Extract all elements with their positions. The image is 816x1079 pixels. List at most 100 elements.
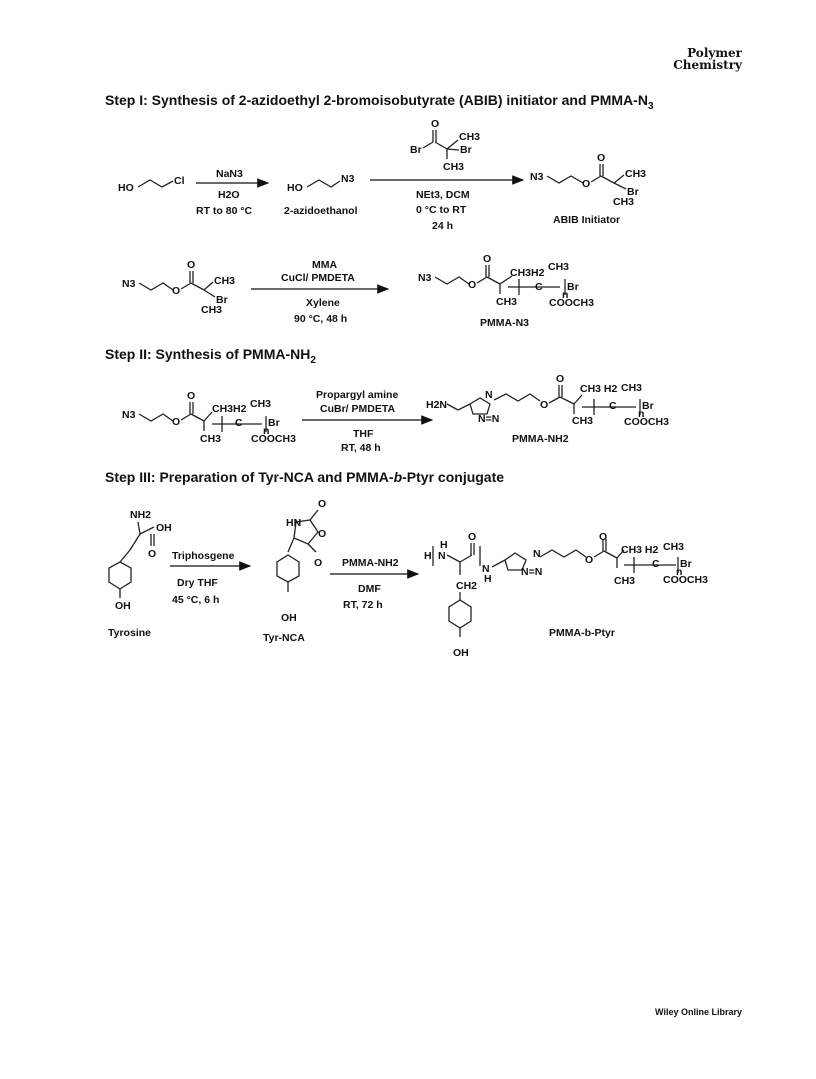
footer-wiley-online-library: Wiley Online Library	[655, 1007, 742, 1017]
svg-text:O: O	[314, 557, 322, 569]
svg-text:OH: OH	[115, 600, 131, 612]
svg-text:CH3: CH3	[496, 296, 517, 308]
reaction-1: HO Cl NaN3 H2O RT to 80 °C HO N3 2-azido…	[118, 118, 646, 232]
tyr-nca-label: Tyr-NCA	[263, 632, 305, 644]
r2-cond-bot2: 90 °C, 48 h	[294, 313, 347, 325]
svg-text:CH3: CH3	[201, 304, 222, 316]
azidoethanol-n3-label: N3	[341, 173, 355, 185]
svg-text:n: n	[263, 425, 269, 437]
chloroethanol-ho-label: HO	[118, 182, 134, 194]
svg-text:Br: Br	[642, 400, 654, 412]
svg-text:CH3: CH3	[250, 398, 271, 410]
reaction-3: N3 O O CH3H2 CH3 C CH3 Br n COOCH3 Propa…	[122, 373, 669, 454]
svg-text:C: C	[609, 400, 617, 412]
r1-cond2-mid: NEt3, DCM	[416, 189, 470, 201]
svg-text:N: N	[485, 389, 493, 401]
svg-text:n: n	[676, 566, 682, 578]
svg-text:NH2: NH2	[130, 509, 151, 521]
step-3-title: Step III: Preparation of Tyr-NCA and PMM…	[105, 469, 505, 485]
svg-text:O: O	[468, 531, 476, 543]
svg-text:COOCH3: COOCH3	[624, 416, 669, 428]
reaction-2: N3 O O CH3 Br CH3 MMA CuCl/ PMDETA Xylen…	[122, 253, 594, 329]
svg-text:N3: N3	[530, 171, 544, 183]
svg-text:O: O	[468, 279, 476, 291]
svg-text:CH3: CH3	[613, 196, 634, 208]
r4-cond1-top: Triphosgene	[172, 550, 235, 562]
svg-text:OH: OH	[453, 647, 469, 659]
svg-text:HN: HN	[286, 517, 301, 529]
svg-text:O: O	[483, 253, 491, 265]
svg-text:N=N: N=N	[478, 413, 499, 425]
r1-cond2-bot: 0 °C to RT	[416, 204, 467, 216]
svg-text:O: O	[172, 285, 180, 297]
svg-text:Br: Br	[410, 144, 422, 156]
r4-cond2-bot: RT, 72 h	[343, 599, 383, 611]
svg-text:O: O	[599, 531, 607, 543]
journal-line-1: Polymer	[687, 46, 742, 60]
svg-text:Br: Br	[680, 558, 692, 570]
azidoethanol-ho-label: HO	[287, 182, 303, 194]
svg-text:CH3: CH3	[200, 433, 221, 445]
svg-text:C: C	[235, 417, 243, 429]
svg-text:n: n	[638, 408, 644, 420]
svg-text:O: O	[585, 554, 593, 566]
svg-text:O: O	[318, 528, 326, 540]
svg-text:C: C	[535, 281, 543, 293]
reaction-4: NH2 OH O OH Tyrosine Triphosgene Dry THF…	[108, 498, 708, 659]
tyr-nca-structure: HN O O O OH	[276, 498, 326, 624]
product-pmma-b-ptyr: PMMA-b-Ptyr	[549, 627, 615, 639]
product-pmma-nh2: PMMA-NH2	[512, 433, 569, 445]
svg-text:CH3: CH3	[459, 131, 480, 143]
svg-text:O: O	[318, 498, 326, 510]
svg-text:N3: N3	[122, 409, 136, 421]
pmma-b-ptyr-structure: H N H O N H CH2 OH N N=N O	[424, 531, 708, 659]
reaction-scheme: HO Cl NaN3 H2O RT to 80 °C HO N3 2-azido…	[108, 118, 708, 659]
r1-cond1-mid: H2O	[218, 189, 240, 201]
svg-text:CH3: CH3	[572, 415, 593, 427]
r4-cond2-mid: DMF	[358, 583, 381, 595]
abib-initiator: N3 O O CH3 Br CH3	[530, 152, 646, 208]
r4-cond1-bot: 45 °C, 6 h	[172, 594, 219, 606]
r2-cond-top2: CuCl/ PMDETA	[281, 272, 355, 284]
svg-text:CH3H2: CH3H2	[212, 403, 247, 415]
r1-cond2-time: 24 h	[432, 220, 453, 232]
svg-text:N=N: N=N	[521, 566, 542, 578]
svg-text:Br: Br	[627, 186, 639, 198]
svg-text:C: C	[652, 558, 660, 570]
svg-text:Br: Br	[268, 417, 280, 429]
svg-text:Br: Br	[460, 144, 472, 156]
journal-line-2: Chemistry	[673, 58, 742, 72]
svg-text:OH: OH	[156, 522, 172, 534]
svg-text:CH3: CH3	[625, 168, 646, 180]
product-pmma-n3: PMMA-N3	[480, 317, 529, 329]
step-2-title: Step II: Synthesis of PMMA-NH2	[105, 346, 316, 366]
svg-text:CH3H2: CH3H2	[510, 267, 545, 279]
svg-text:O: O	[431, 118, 439, 130]
svg-text:OH: OH	[281, 612, 297, 624]
svg-text:Br: Br	[567, 281, 579, 293]
svg-text:N: N	[482, 563, 490, 575]
svg-text:H: H	[440, 539, 448, 551]
r2-cond-top1: MMA	[312, 259, 337, 271]
r4-cond1-mid: Dry THF	[177, 577, 218, 589]
r3-cond-bot1: THF	[353, 428, 374, 440]
svg-text:O: O	[597, 152, 605, 164]
svg-text:O: O	[187, 259, 195, 271]
tyrosine-structure: NH2 OH O OH	[108, 509, 172, 612]
pmma-n3-reactant: N3 O O CH3H2 CH3 C CH3 Br n COOCH3	[122, 390, 296, 445]
r1-cond1-bot: RT to 80 °C	[196, 205, 253, 217]
abib-reactant: N3 O O CH3 Br CH3	[122, 259, 235, 316]
r2-cond-bot1: Xylene	[306, 297, 340, 309]
svg-text:COOCH3: COOCH3	[549, 297, 594, 309]
product-abib: ABIB Initiator	[553, 214, 620, 226]
r3-cond-bot2: RT, 48 h	[341, 442, 381, 454]
svg-text:O: O	[148, 548, 156, 560]
svg-text:COOCH3: COOCH3	[251, 433, 296, 445]
svg-text:H: H	[484, 573, 492, 585]
step-1-title: Step I: Synthesis of 2-azidoethyl 2-brom…	[105, 92, 654, 112]
svg-text:CH2: CH2	[456, 580, 477, 592]
svg-text:CH3: CH3	[663, 541, 684, 553]
svg-text:N3: N3	[122, 278, 136, 290]
svg-text:O: O	[556, 373, 564, 385]
svg-text:N: N	[533, 548, 541, 560]
